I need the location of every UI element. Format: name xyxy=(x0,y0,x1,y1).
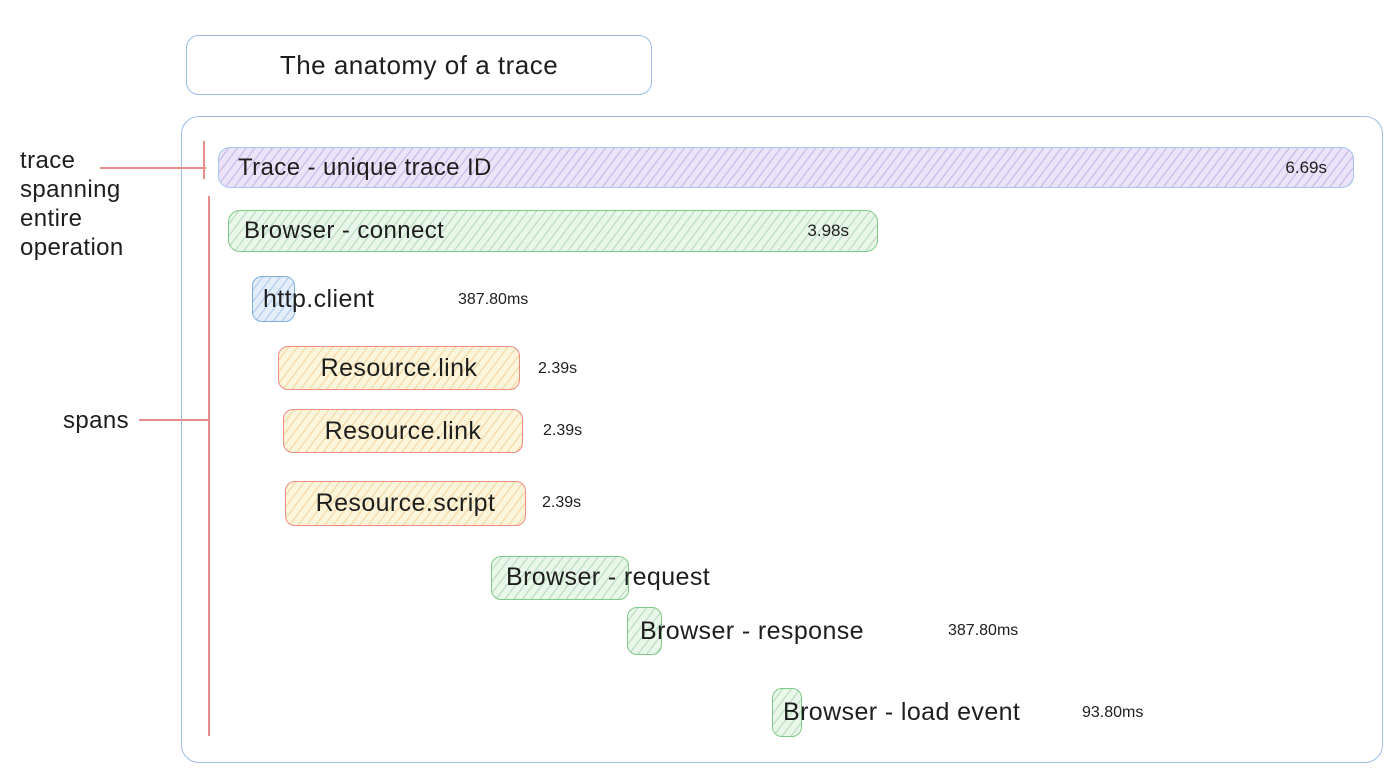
span-box-resource-link: Resource.link xyxy=(278,346,520,390)
span-duration: 3.98s xyxy=(807,221,849,240)
diagram-title: The anatomy of a trace xyxy=(279,49,559,80)
trace-pointer-line-vertical xyxy=(203,141,205,179)
span-duration: 93.80ms xyxy=(1082,704,1144,721)
span-duration: 387.80ms xyxy=(458,291,529,308)
spans-bracket-line-vertical xyxy=(208,196,210,736)
span-label: Browser - request xyxy=(506,563,711,591)
span-box-browser-load-event xyxy=(772,688,802,737)
span-duration: 387.80ms xyxy=(948,622,1019,639)
annotation-trace-spanning: trace spanning entire operation xyxy=(20,147,124,261)
span-box-browser-request xyxy=(491,556,629,600)
span-label: Trace - unique trace ID xyxy=(238,153,492,181)
span-label: Browser - load event xyxy=(783,698,1021,726)
span-duration: 2.39s xyxy=(543,422,583,439)
span-box-http-client xyxy=(252,276,295,322)
span-bar-browser-connect: Browser - connect 3.98s xyxy=(228,210,878,252)
span-duration: 6.69s xyxy=(1285,157,1327,177)
span-label: Resource.link xyxy=(324,416,482,445)
spans-pointer-line-horizontal xyxy=(139,419,210,421)
span-box-browser-response xyxy=(627,607,662,655)
span-bar-trace: Trace - unique trace ID 6.69s xyxy=(218,147,1354,188)
span-label: Browser - connect xyxy=(244,217,445,244)
span-label: Resource.link xyxy=(320,353,478,382)
span-box-resource-link: Resource.link xyxy=(283,409,523,453)
span-duration: 2.39s xyxy=(538,360,578,377)
trace-container-frame xyxy=(181,116,1383,763)
span-label: http.client xyxy=(263,285,375,313)
span-box-resource-script: Resource.script xyxy=(285,481,526,526)
span-label: Resource.script xyxy=(315,489,496,517)
span-label: Browser - response xyxy=(640,617,864,645)
title-box: The anatomy of a trace xyxy=(186,35,652,95)
trace-pointer-line-horizontal xyxy=(100,167,206,169)
annotation-spans: spans xyxy=(63,407,130,434)
span-duration: 2.39s xyxy=(542,494,582,511)
